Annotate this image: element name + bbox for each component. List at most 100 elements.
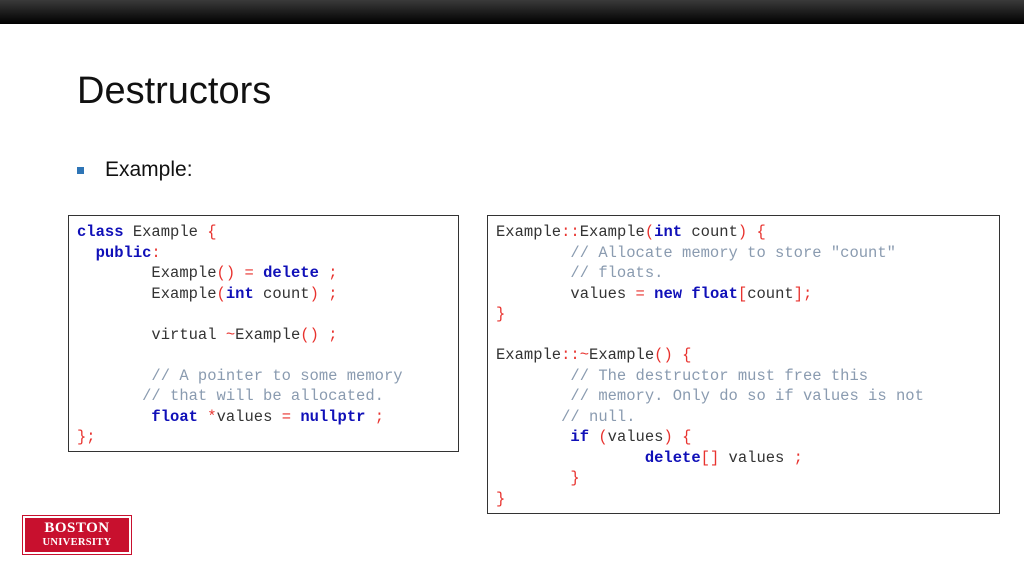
code-line: // floats. <box>496 263 924 284</box>
code-token: [] <box>700 448 720 467</box>
code-line: // A pointer to some memory <box>77 366 403 387</box>
code-token: values <box>216 407 282 426</box>
code-line: float *values = nullptr ; <box>77 407 403 428</box>
boston-university-logo: BOSTON UNIVERSITY <box>22 515 132 555</box>
code-token <box>645 285 654 303</box>
code-token <box>496 469 570 487</box>
code-token: values <box>607 428 664 446</box>
code-token: ; <box>328 284 338 303</box>
logo-text-line1: BOSTON <box>44 520 110 536</box>
code-token: // The destructor must free this <box>496 366 869 385</box>
code-token <box>682 285 691 303</box>
code-token: delete <box>263 264 319 282</box>
code-token: { <box>207 223 217 241</box>
code-token: count <box>747 284 794 303</box>
code-token <box>747 223 756 241</box>
code-token: public <box>95 243 152 262</box>
code-token: if <box>570 428 590 446</box>
code-token: // null. <box>496 407 636 426</box>
code-token: // Allocate memory to store "count" <box>496 243 896 262</box>
code-token: ; <box>793 448 803 467</box>
code-token: = <box>635 284 645 303</box>
code-line: // Allocate memory to store "count" <box>496 243 924 264</box>
code-line: Example() = delete ; <box>77 263 403 284</box>
code-token: { <box>682 346 692 364</box>
code-line: } <box>496 304 924 325</box>
code-token <box>291 408 300 426</box>
code-line: Example::~Example() { <box>496 345 924 366</box>
code-token: Example <box>77 264 217 282</box>
code-token: }; <box>77 428 96 446</box>
code-token <box>77 408 151 426</box>
code-token: Example <box>496 346 562 364</box>
code-token: Example <box>496 223 562 241</box>
code-token <box>198 408 207 426</box>
code-line: delete[] values ; <box>496 448 924 469</box>
code-token: // A pointer to some memory <box>77 366 403 385</box>
code-token: count <box>253 284 310 303</box>
code-token: : <box>151 243 161 262</box>
code-line: Example(int count) ; <box>77 284 403 305</box>
code-line: // The destructor must free this <box>496 366 924 387</box>
code-token: } <box>496 305 506 323</box>
code-token: Example <box>589 346 655 364</box>
code-line: class Example { <box>77 222 403 243</box>
code-token <box>673 346 682 364</box>
code-token <box>319 264 328 282</box>
code-token: count <box>682 223 738 241</box>
code-token: float <box>691 284 738 303</box>
code-token: values <box>719 448 794 467</box>
code-line: }; <box>77 427 403 448</box>
code-line <box>496 325 924 346</box>
code-token: ]; <box>793 284 813 303</box>
code-block-right: Example::Example(int count) { // Allocat… <box>496 222 924 509</box>
code-token <box>77 244 96 262</box>
code-line: } <box>496 489 924 510</box>
code-token: ~ <box>225 325 236 344</box>
logo-text-line2: UNIVERSITY <box>42 537 112 548</box>
bullet-text: Example: <box>105 158 193 181</box>
code-token <box>496 449 645 467</box>
code-token <box>589 428 598 446</box>
code-token <box>254 264 263 282</box>
code-token: = <box>281 407 291 426</box>
code-token: [ <box>737 284 748 303</box>
code-token: Example <box>123 223 208 241</box>
slide-title: Destructors <box>77 70 272 112</box>
code-token: { <box>756 223 766 241</box>
code-token: * <box>207 407 217 426</box>
code-token <box>496 428 570 446</box>
code-token: float <box>151 407 198 426</box>
code-token: () <box>654 346 673 364</box>
code-token: Example <box>579 223 645 241</box>
code-token: ( <box>216 284 226 303</box>
code-line: // memory. Only do so if values is not <box>496 386 924 407</box>
code-token <box>365 408 374 426</box>
code-line: // null. <box>496 407 924 428</box>
code-token: ::~ <box>561 346 590 364</box>
code-line: if (values) { <box>496 427 924 448</box>
code-token: ( <box>598 428 608 446</box>
code-token: nullptr <box>300 407 366 426</box>
code-line: values = new float[count]; <box>496 284 924 305</box>
code-token: = <box>244 264 254 282</box>
code-token: ( <box>644 223 655 241</box>
code-token: ) <box>663 428 673 446</box>
code-token: class <box>77 223 124 241</box>
code-token: delete <box>644 448 701 467</box>
code-token: // floats. <box>496 264 664 282</box>
code-token: } <box>570 469 580 487</box>
code-token: ) <box>737 223 748 241</box>
code-block-left: class Example { public: Example() = dele… <box>77 222 403 448</box>
code-token: ; <box>328 325 338 344</box>
code-token: } <box>496 489 506 508</box>
code-token <box>319 326 328 344</box>
code-token: :: <box>561 223 580 241</box>
code-token: // memory. Only do so if values is not <box>496 387 924 405</box>
square-bullet-icon <box>77 167 84 174</box>
code-token: { <box>682 428 692 446</box>
code-token: ; <box>328 264 338 282</box>
code-token: new <box>654 284 683 303</box>
code-token: int <box>654 223 683 241</box>
top-bar <box>0 0 1024 24</box>
